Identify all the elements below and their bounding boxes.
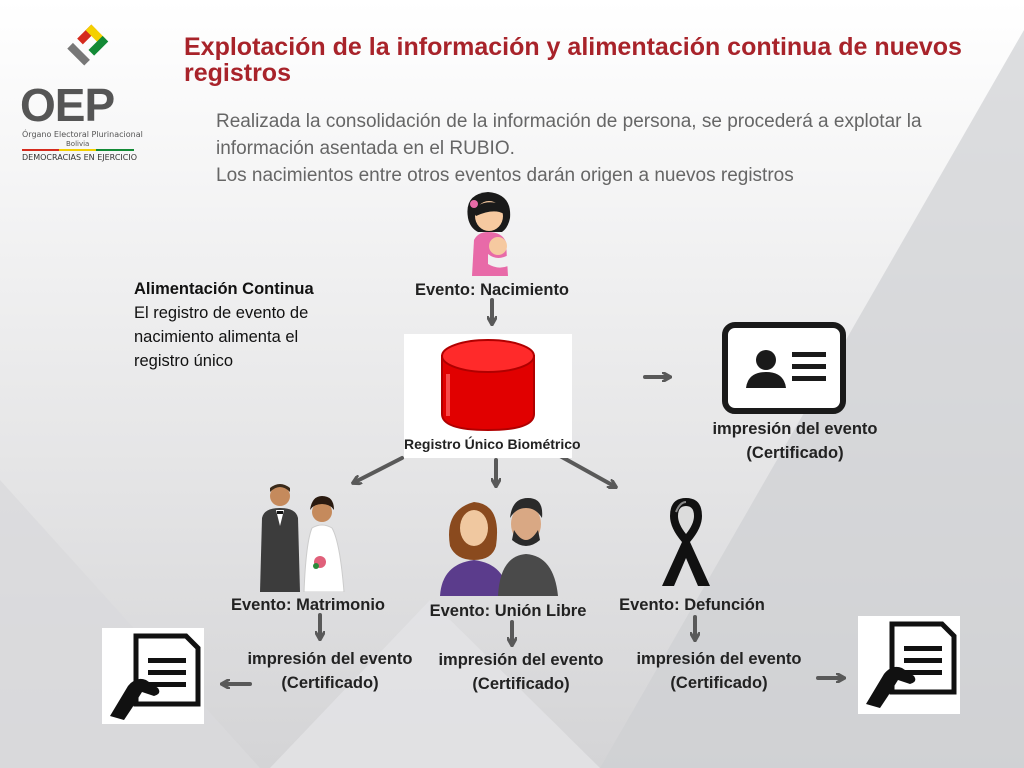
cert-matrimonio-line2: (Certificado) [281, 674, 379, 692]
arrow-registro-to-matrimonio [355, 456, 404, 482]
wedding-couple-icon [260, 484, 345, 592]
oep-logo: OEP Órgano Electoral Plurinacional Boliv… [18, 18, 143, 166]
cert-top-line2: (Certificado) [746, 444, 844, 462]
intro-line-1: Realizada la consolidación de la informa… [216, 111, 922, 159]
slide-title: Explotación de la información y alimenta… [184, 33, 962, 87]
cert-matrimonio-label: impresión del evento (Certificado) [232, 647, 428, 695]
cert-union-label: impresión del evento (Certificado) [422, 648, 620, 696]
logo-acronym: OEP [20, 79, 115, 131]
note-body: El registro de evento de nacimiento alim… [134, 304, 309, 370]
oep-emblem-icon [67, 24, 109, 66]
logo-flag-bar [22, 149, 134, 151]
document-right-panel [858, 616, 960, 714]
event-defuncion-label: Evento: Defunción [619, 596, 765, 614]
id-card-icon [722, 322, 846, 414]
couple-icon [440, 498, 558, 596]
document-hand-icon [110, 633, 201, 720]
logo-country: Bolivia [66, 140, 90, 148]
event-matrimonio-label: Evento: Matrimonio [230, 596, 385, 614]
note-heading: Alimentación Continua [134, 280, 314, 298]
intro-line-2: Los nacimientos entre otros eventos dará… [216, 165, 794, 186]
mother-baby-icon [467, 192, 511, 276]
database-cylinder-icon [441, 339, 535, 432]
cert-defuncion-label: impresión del evento (Certificado) [620, 647, 818, 695]
cert-defuncion-line1: impresión del evento [636, 650, 802, 668]
arrow-registro-to-defuncion [558, 454, 614, 486]
cert-top-label: impresión del evento (Certificado) [690, 417, 900, 465]
cert-union-line2: (Certificado) [472, 675, 570, 693]
document-hand-icon [866, 621, 957, 708]
cert-matrimonio-line1: impresión del evento [247, 650, 413, 668]
event-nacimiento-label: Evento: Nacimiento [414, 281, 570, 299]
intro-text: Realizada la consolidación de la informa… [216, 108, 1006, 189]
mourning-ribbon-icon [662, 498, 710, 586]
event-union-label: Evento: Unión Libre [429, 602, 587, 620]
logo-name: Órgano Electoral Plurinacional [22, 130, 143, 139]
cert-defuncion-line2: (Certificado) [670, 674, 768, 692]
logo-tagline: DEMOCRACIAS EN EJERCICIO [22, 153, 138, 162]
document-left-panel [102, 628, 204, 724]
registro-unico-label: Registro Único Biométrico [404, 436, 581, 452]
cert-top-line1: impresión del evento [712, 420, 878, 438]
registro-unico-panel: Registro Único Biométrico [404, 334, 581, 458]
cert-union-line1: impresión del evento [438, 651, 604, 669]
alimentacion-note: Alimentación Continua El registro de eve… [134, 277, 324, 373]
